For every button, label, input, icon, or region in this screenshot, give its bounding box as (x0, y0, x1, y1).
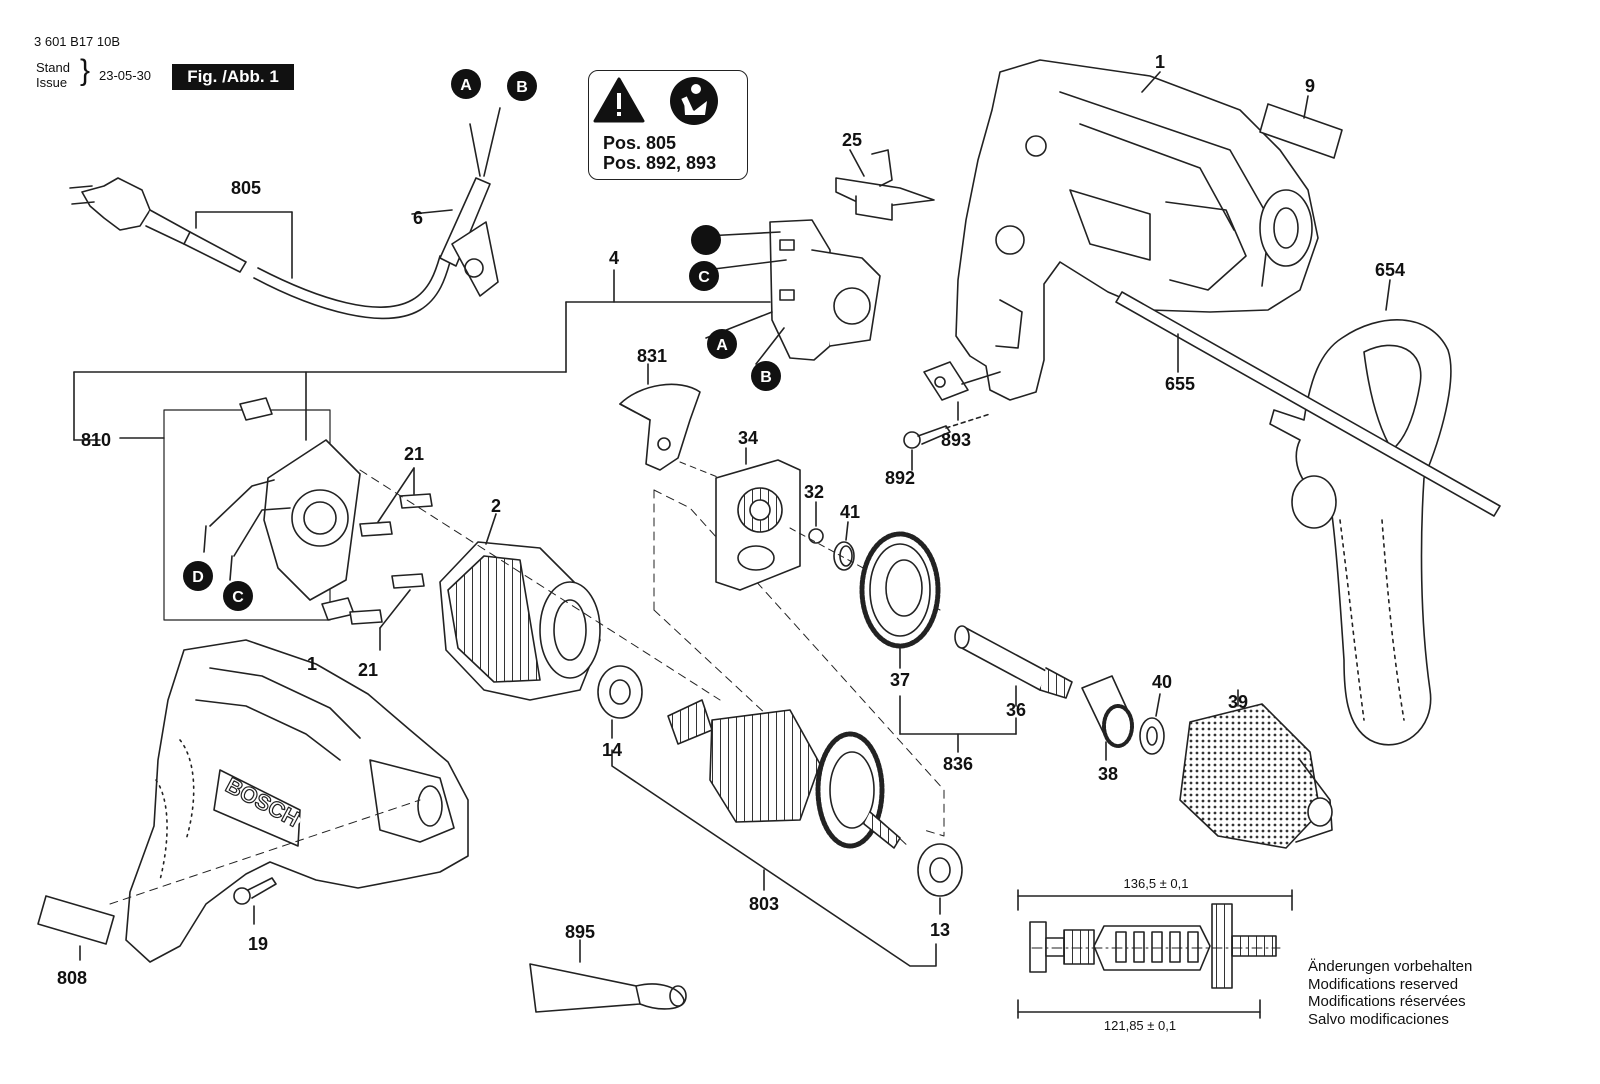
issue-date: 23-05-30 (99, 68, 152, 83)
label-part-805: 805 (231, 178, 261, 198)
label-part-41: 41 (840, 502, 860, 522)
dimension-overall: 136,5 ± 0,1 (1124, 876, 1189, 891)
warning-pos-line2: Pos. 892, 893 (603, 153, 717, 173)
label-part-892: 892 (885, 468, 915, 488)
armature-dimension-drawing (1017, 889, 1293, 1019)
label-part-895: 895 (565, 922, 595, 942)
switch-module (705, 219, 881, 365)
marker-B-switch: B (751, 361, 781, 391)
grease-tube (529, 939, 687, 1013)
label-part-803: 803 (749, 894, 779, 914)
svg-text:A: A (460, 77, 472, 94)
marker-C-brush: C (223, 581, 253, 611)
leader-836 (899, 695, 1017, 753)
document-number: 3 601 B17 10B (34, 34, 121, 49)
switch-lever (835, 149, 935, 221)
label-part-14: 14 (602, 740, 622, 760)
screw-892 (903, 413, 991, 471)
label-part-13: 13 (930, 920, 950, 940)
svg-text:C: C (698, 269, 710, 286)
label-part-654: 654 (1375, 260, 1405, 280)
auxiliary-handle (1269, 279, 1452, 746)
cord-sleeve (411, 107, 501, 297)
part-number-labels: 1 9 25 805 6 4 654 655 893 892 831 810 2… (57, 52, 1405, 988)
label-part-808: 808 (57, 968, 87, 988)
label-part-6: 6 (413, 208, 423, 228)
screw-19 (233, 877, 277, 925)
label-part-810: 810 (81, 430, 111, 450)
marker-A-cord: A (451, 69, 481, 99)
label-plate-808 (37, 799, 421, 961)
label-part-40: 40 (1152, 672, 1172, 692)
svg-text:A: A (716, 337, 728, 354)
spring-41 (833, 521, 855, 571)
label-part-1-tool: 1 (307, 654, 317, 674)
bearing-14 (597, 665, 643, 739)
label-part-19: 19 (248, 934, 268, 954)
note-de: Änderungen vorbehalten (1308, 958, 1473, 975)
label-part-39: 39 (1228, 692, 1248, 712)
drill-chuck (1179, 689, 1333, 849)
label-part-655: 655 (1165, 374, 1195, 394)
label-part-36: 36 (1006, 700, 1026, 720)
carbon-brushes (349, 467, 433, 651)
dimension-core: 121,85 ± 0,1 (1104, 1018, 1176, 1033)
marker-D-brush: D (183, 561, 213, 591)
marker-dot-switch (691, 225, 721, 255)
cover-831 (619, 363, 701, 471)
read-manual-icon (670, 77, 718, 125)
note-fr: Modifications réservées (1308, 993, 1466, 1010)
marker-C-switch: C (689, 261, 719, 291)
label-part-4: 4 (609, 248, 619, 268)
safety-notice-box: Pos. 805 Pos. 892, 893 (588, 70, 748, 180)
svg-text:C: C (232, 589, 244, 606)
marker-B-cord: B (507, 71, 537, 101)
housing-half (955, 59, 1319, 401)
note-en: Modifications reserved (1308, 975, 1459, 993)
markers: A B C A B D C (183, 69, 781, 611)
label-part-21-top: 21 (404, 444, 424, 464)
label-part-893: 893 (941, 430, 971, 450)
stand-label: Stand (36, 60, 70, 75)
power-cord (69, 177, 451, 320)
svg-text:B: B (516, 79, 528, 96)
depth-stop-rod (1115, 291, 1501, 517)
warning-triangle-icon (593, 77, 645, 123)
leader-4 (73, 269, 771, 441)
label-part-34: 34 (738, 428, 758, 448)
figure-label: Fig. /Abb. 1 (172, 64, 294, 90)
drive-sleeve (1081, 675, 1134, 761)
label-plate-9 (1259, 95, 1343, 159)
ball-32 (808, 528, 824, 544)
stator (359, 469, 721, 701)
armature (611, 699, 937, 967)
warning-icons (593, 77, 718, 125)
label-part-25: 25 (842, 130, 862, 150)
modification-notes: Änderungen vorbehalten Modifications res… (1308, 958, 1472, 1028)
label-part-836: 836 (943, 754, 973, 774)
label-part-37: 37 (890, 670, 910, 690)
bearing-13 (917, 843, 963, 915)
label-part-1-housing: 1 (1155, 52, 1165, 72)
label-part-9: 9 (1305, 76, 1315, 96)
label-part-2: 2 (491, 496, 501, 516)
note-es: Salvo modificaciones (1308, 1010, 1449, 1028)
washer-40 (1139, 693, 1165, 755)
brush-holder (119, 397, 361, 621)
label-part-32: 32 (804, 482, 824, 502)
label-part-38: 38 (1098, 764, 1118, 784)
bearing-plate (715, 447, 801, 591)
svg-text:B: B (760, 369, 772, 386)
brace: } (80, 54, 91, 87)
label-part-21-bottom: 21 (358, 660, 378, 680)
clip-893 (923, 361, 1001, 421)
label-part-831: 831 (637, 346, 667, 366)
marker-A-switch: A (707, 329, 737, 359)
gear-37 (859, 531, 941, 669)
svg-text:D: D (192, 569, 204, 586)
output-shaft (954, 625, 1073, 707)
warning-pos-line1: Pos. 805 (603, 133, 677, 153)
issue-label: Issue (36, 75, 68, 90)
